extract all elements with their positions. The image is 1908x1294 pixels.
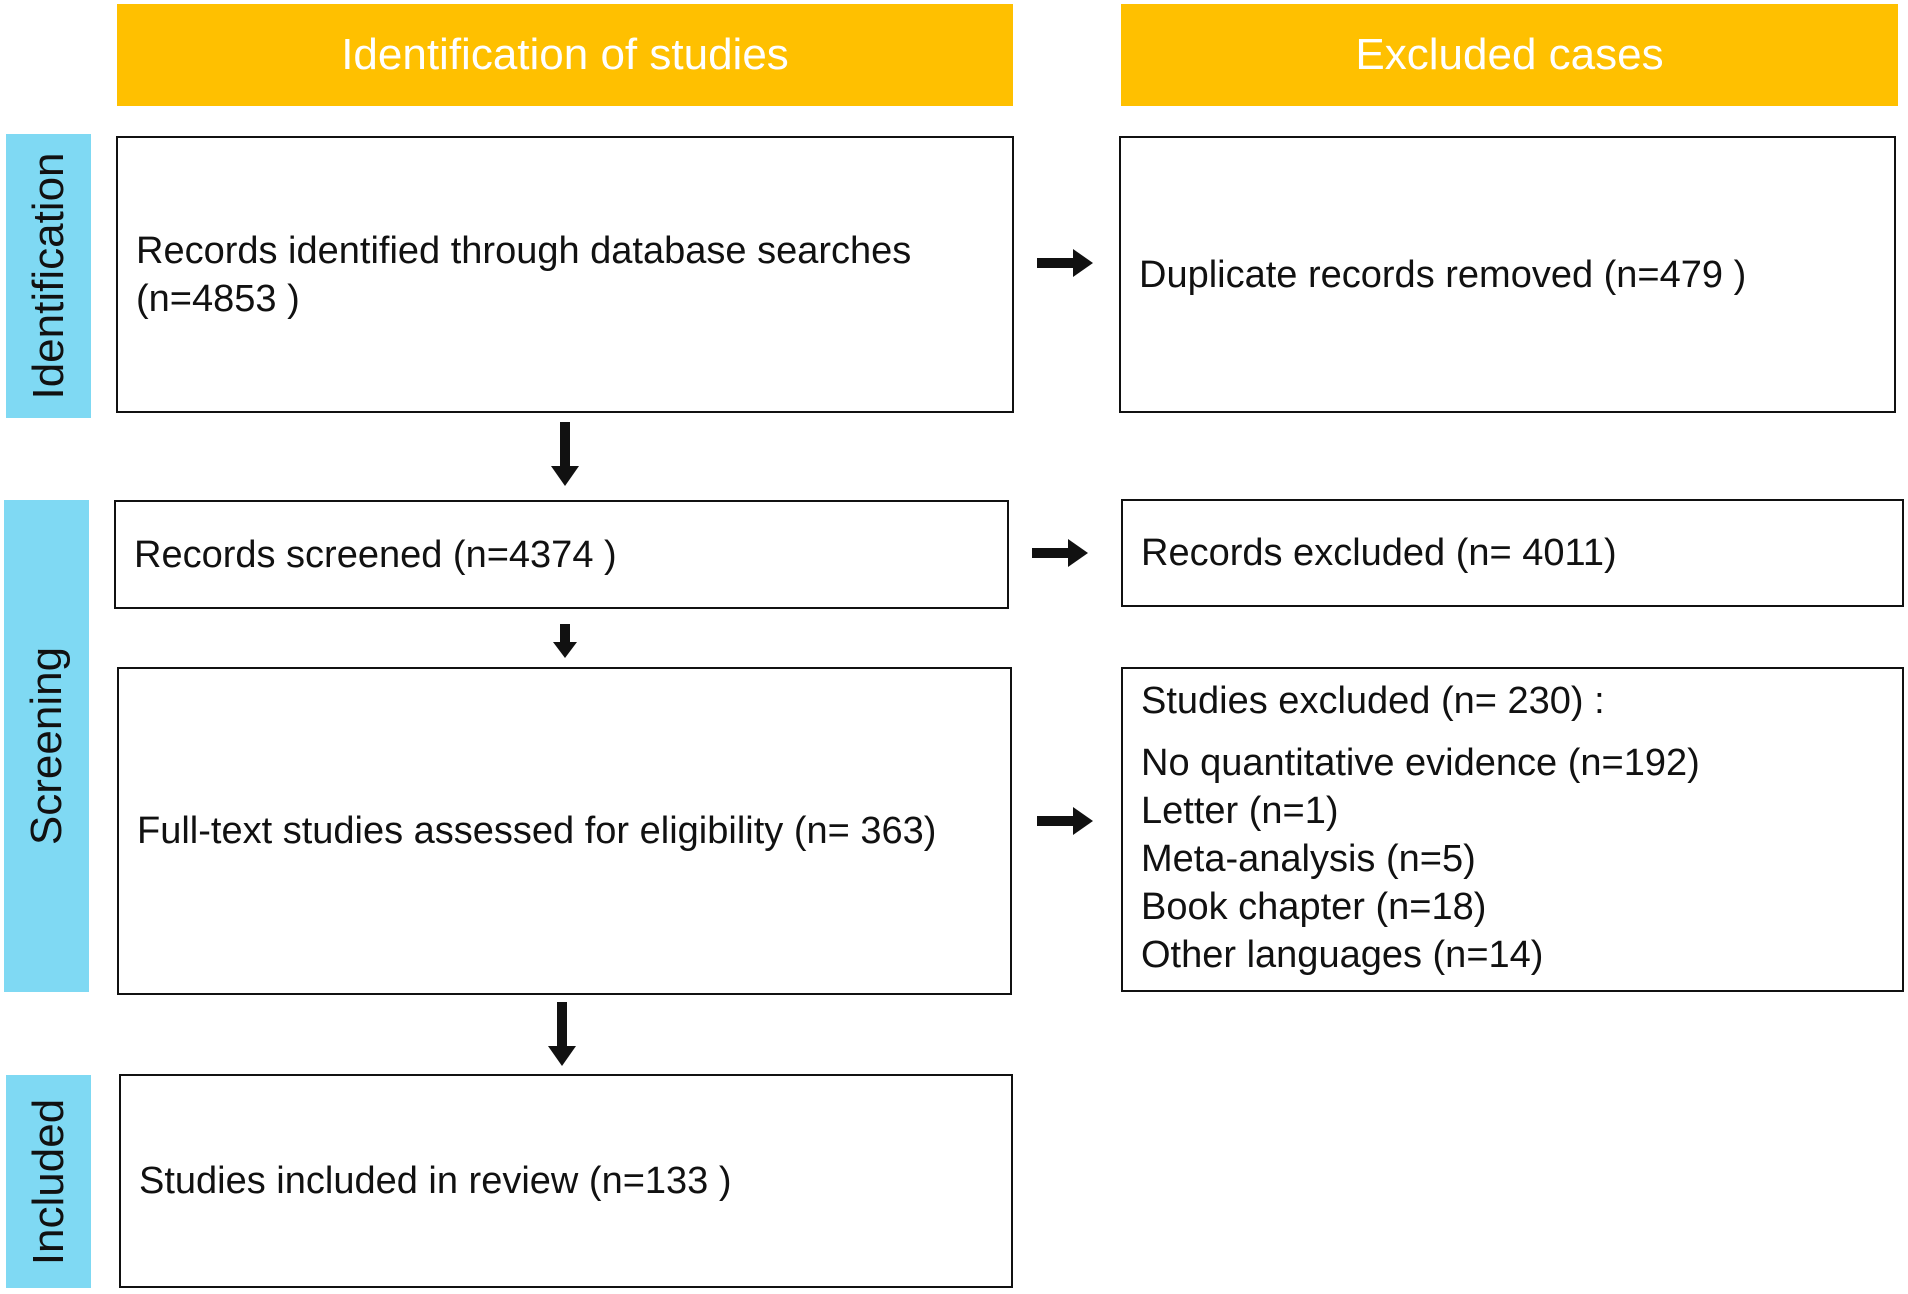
stage-screening-label: Screening: [21, 646, 71, 846]
duplicates-removed-text: Duplicate records removed (n=479 ): [1139, 253, 1747, 296]
header-right-label: Excluded cases: [1355, 30, 1664, 79]
records-excluded-box: Records excluded (n= 4011): [1121, 499, 1904, 607]
header-left-label: Identification of studies: [341, 30, 789, 79]
arrow-down-icon: [551, 422, 579, 486]
arrow-right-icon: [1037, 249, 1093, 277]
stage-included-label: Included: [23, 1098, 73, 1265]
header-excluded-cases: Excluded cases: [1121, 4, 1898, 106]
full-text-text: Full-text studies assessed for eligibili…: [137, 810, 937, 852]
studies-excluded-box: Studies excluded (n= 230) : No quantitat…: [1121, 667, 1904, 992]
duplicates-removed-box: Duplicate records removed (n=479 ): [1119, 136, 1896, 413]
records-screened-box: Records screened (n=4374 ): [114, 500, 1009, 609]
excluded-reason-item: Book chapter (n=18): [1141, 886, 1487, 928]
arrow-right-icon: [1037, 807, 1093, 835]
arrow-right-icon: [1032, 539, 1088, 567]
stage-included: Included: [6, 1075, 91, 1288]
studies-excluded-list: No quantitative evidence (n=192) Letter …: [1141, 739, 1700, 979]
included-box: Studies included in review (n=133 ): [119, 1074, 1013, 1288]
included-text: Studies included in review (n=133 ): [139, 1160, 732, 1202]
excluded-reason-item: Other languages (n=14): [1141, 934, 1544, 976]
excluded-reason-item: No quantitative evidence (n=192): [1141, 742, 1700, 784]
excluded-reason-item: Meta-analysis (n=5): [1141, 838, 1476, 880]
records-excluded-text: Records excluded (n= 4011): [1141, 532, 1617, 574]
records-identified-box: Records identified through database sear…: [116, 136, 1014, 413]
arrow-down-icon: [553, 624, 577, 658]
stage-identification: Identification: [6, 134, 91, 418]
records-screened-text: Records screened (n=4374 ): [134, 533, 617, 576]
records-identified-line1: Records identified through database sear…: [136, 229, 912, 272]
stage-screening: Screening: [4, 500, 89, 992]
header-identification-of-studies: Identification of studies: [117, 4, 1013, 106]
arrow-down-icon: [548, 1002, 576, 1066]
excluded-reason-item: Letter (n=1): [1141, 790, 1339, 832]
records-identified-line2: (n=4853 ): [136, 277, 300, 320]
studies-excluded-title: Studies excluded (n= 230) :: [1141, 680, 1605, 722]
stage-identification-label: Identification: [23, 152, 73, 400]
full-text-box: Full-text studies assessed for eligibili…: [117, 667, 1012, 995]
